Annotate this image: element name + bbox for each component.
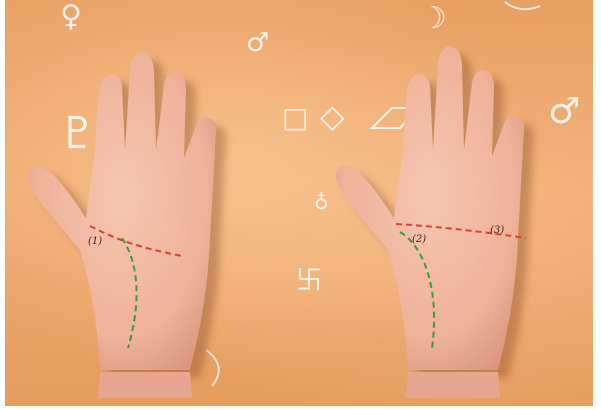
left-hand bbox=[28, 52, 227, 398]
label-line-2: (2) bbox=[412, 234, 426, 245]
crescent-symbol-icon bbox=[206, 350, 219, 386]
arc-symbol-icon bbox=[505, 2, 540, 9]
right-hand bbox=[336, 46, 535, 398]
label-line-1: (1) bbox=[88, 236, 102, 247]
label-line-3: (3) bbox=[490, 225, 504, 236]
